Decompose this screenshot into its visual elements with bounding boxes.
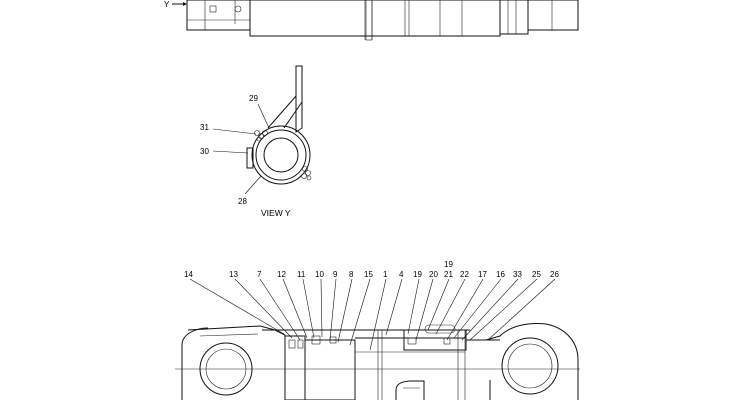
callout-11: 11 xyxy=(297,270,306,279)
rod-end-block xyxy=(527,0,579,31)
tube-bore xyxy=(263,137,299,173)
callout-1: 1 xyxy=(383,270,388,279)
cylinder-top-view: Y xyxy=(164,0,579,41)
view-arrow-label: Y xyxy=(164,0,170,9)
clamp-tab xyxy=(246,147,254,169)
callout-30: 30 xyxy=(200,147,209,156)
rod-inner xyxy=(304,339,356,400)
callout-25: 25 xyxy=(532,270,541,279)
callout-28: 28 xyxy=(238,197,247,206)
callout-33: 33 xyxy=(513,270,522,279)
callout-9: 9 xyxy=(333,270,338,279)
bracket-plate xyxy=(295,65,303,133)
callout-21: 21 xyxy=(444,270,453,279)
tube-outer xyxy=(251,125,311,185)
callout-19: 19 xyxy=(413,270,422,279)
bolt-cluster-lower xyxy=(301,166,312,181)
callout-8: 8 xyxy=(349,270,354,279)
callout-4: 4 xyxy=(399,270,404,279)
callout-12: 12 xyxy=(277,270,286,279)
port-square xyxy=(209,5,217,13)
barrel-clamp xyxy=(365,0,373,41)
view-arrow-head xyxy=(183,2,187,6)
callout-22: 22 xyxy=(460,270,469,279)
view-y-caption: VIEW Y xyxy=(261,208,291,218)
oring-detail xyxy=(424,324,456,334)
right-eye-bore xyxy=(501,337,559,395)
callout-17: 17 xyxy=(478,270,487,279)
callout-20: 20 xyxy=(429,270,438,279)
bolt-cluster-upper xyxy=(254,130,268,142)
callout-15: 15 xyxy=(364,270,373,279)
callout-29: 29 xyxy=(249,94,258,103)
port-circle xyxy=(234,5,242,13)
cylinder-section-view: 14 13 7 12 11 10 9 8 15 1 4 19 20 21 22 … xyxy=(175,260,580,400)
callout-14: 14 xyxy=(184,270,193,279)
gland-nut xyxy=(499,0,529,35)
callout-19-upper: 19 xyxy=(444,260,453,269)
left-eye-bore xyxy=(199,342,253,396)
callout-7: 7 xyxy=(257,270,262,279)
callout-31: 31 xyxy=(200,123,209,132)
callout-26: 26 xyxy=(550,270,559,279)
callout-13: 13 xyxy=(229,270,238,279)
cylinder-head-block xyxy=(186,0,251,31)
callout-16: 16 xyxy=(496,270,505,279)
callout-10: 10 xyxy=(315,270,324,279)
cylinder-barrel xyxy=(249,0,501,37)
view-y-detail: 29 31 30 28 VIEW Y xyxy=(200,65,312,218)
